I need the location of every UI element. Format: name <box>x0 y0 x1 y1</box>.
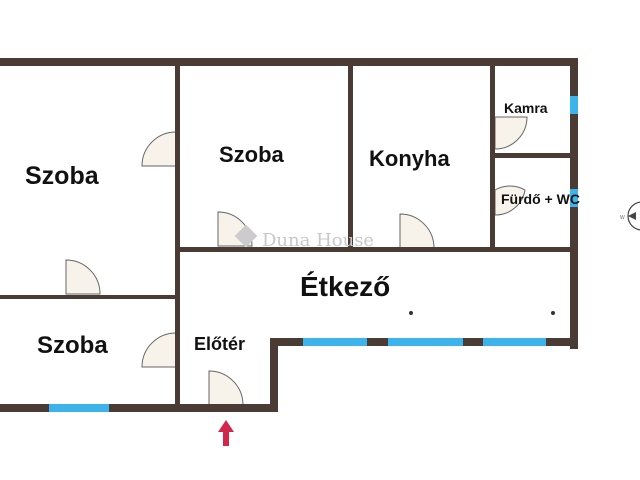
room-label-eloter: Előtér <box>194 334 245 354</box>
door-szoba-small <box>141 332 177 368</box>
room-label-etkezo: Étkező <box>300 271 390 302</box>
door-kamra <box>494 116 528 150</box>
door-eloter <box>208 370 244 406</box>
room-label-szoba: Szoba <box>25 162 100 190</box>
windows <box>49 96 578 412</box>
door-konyha <box>399 213 435 249</box>
doors <box>65 116 528 406</box>
compass-icon: W <box>620 201 640 231</box>
door-szoba-large <box>141 131 177 167</box>
svg-text:Duna House: Duna House <box>262 230 374 251</box>
door-szoba-large-bottom <box>65 259 101 295</box>
room-label-kamra: Kamra <box>504 100 548 116</box>
room-label-szoba: Szoba <box>37 332 108 359</box>
room-label-konyha: Konyha <box>369 146 450 171</box>
door-furdo <box>494 185 526 216</box>
room-label-szoba: Szoba <box>219 142 285 167</box>
room-label-furdo-wc: Fürdő + WC <box>501 191 580 207</box>
entrance-arrow-icon <box>218 420 234 446</box>
svg-text:W: W <box>620 215 625 221</box>
